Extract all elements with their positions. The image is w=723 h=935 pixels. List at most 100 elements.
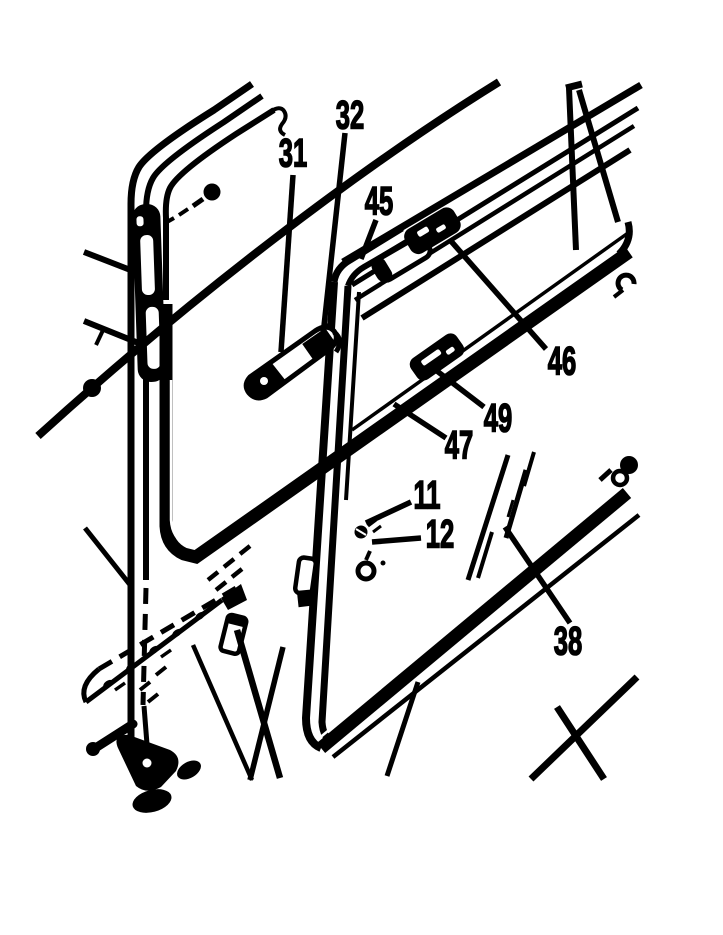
- screw-slot: [355, 528, 367, 536]
- bottom-hardware-blob-2: [132, 789, 172, 813]
- callout-11-label: 11: [413, 474, 440, 518]
- callout-11-leader: [364, 499, 413, 526]
- lower-left-stub-line: [83, 526, 133, 588]
- bottom-hardware-blob-3: [177, 760, 201, 780]
- bar-left-cap: [81, 667, 101, 704]
- left-frame-hidden-edge-dashes: [140, 587, 149, 706]
- lower-track-seam: [169, 241, 624, 548]
- bottom-edge-band: [316, 488, 632, 753]
- edge-end-ring: [610, 468, 630, 488]
- glass-hatching: [465, 451, 536, 581]
- bar-clip-cap: [227, 614, 247, 627]
- callout-32-label: 32: [336, 94, 364, 138]
- lower-track: [159, 221, 637, 565]
- bar-end-stub: [92, 719, 138, 752]
- clip-slot-2: [445, 346, 455, 355]
- bar-dot: [149, 645, 159, 655]
- frame-notch-detail: [268, 106, 288, 137]
- lower-track-top-line: [350, 231, 630, 432]
- callout-46-label: 46: [548, 340, 576, 384]
- divider-wedge-left-leg: [566, 87, 579, 251]
- glass-slash-3: [522, 451, 536, 487]
- top-edge-outer: [330, 225, 404, 283]
- top-edge-inner: [345, 235, 416, 288]
- callout-32-leader: [319, 132, 348, 345]
- clip-slot-2: [436, 224, 446, 233]
- callout-49-label: 49: [484, 397, 512, 441]
- track-end-hook: [616, 221, 633, 257]
- callout-38-leader: [502, 525, 573, 625]
- retainer-butt: [302, 327, 338, 362]
- glass-slash-4: [476, 531, 494, 579]
- bar-dot: [126, 662, 136, 672]
- callout-31-label: 31: [279, 132, 307, 176]
- divider-wedge-apex: [565, 80, 583, 92]
- divider-wedge-right-leg: [576, 89, 621, 223]
- long-diagonal-rail: [35, 78, 502, 439]
- glass-slash-5: [506, 499, 515, 518]
- retainer-tip-hole: [260, 377, 268, 385]
- cross-mark: [528, 674, 640, 782]
- member-clip-foot: [296, 589, 315, 608]
- hinge-notch: [136, 216, 144, 227]
- bottom-edge-extra-line: [331, 513, 641, 759]
- callout-leaders: [278, 132, 573, 625]
- retainer-tail-hook: [332, 330, 342, 354]
- callout-38-label: 38: [554, 620, 582, 664]
- callout-31-leader: [278, 174, 296, 353]
- pin-hidden-dashes: [166, 207, 190, 224]
- left-frame: [82, 81, 288, 813]
- pointer-tick: [94, 327, 106, 346]
- left-pointer-line-lower: [82, 318, 143, 347]
- keeper-ring: [355, 560, 377, 582]
- bar-leg-1: [190, 644, 255, 781]
- track-clip-49: [409, 333, 465, 381]
- hardware-hole: [142, 758, 152, 768]
- latch-parts: [354, 518, 386, 582]
- bar-leg-2: [247, 646, 286, 781]
- member-clip: [292, 555, 319, 608]
- callout-12-label: 12: [426, 513, 454, 557]
- bar-dot: [195, 611, 205, 621]
- member-outer: [301, 281, 338, 752]
- glass-slash-2: [503, 469, 529, 539]
- bar-dot: [103, 679, 113, 689]
- keeper-stub: [364, 550, 372, 561]
- pin-stub: [191, 196, 205, 209]
- callout-47-label: 47: [445, 424, 473, 468]
- cross-line-long: [528, 674, 640, 782]
- bar-end-tip: [86, 742, 100, 756]
- hinge-hardware: [132, 204, 166, 382]
- hinge-slot-upper: [140, 235, 155, 296]
- callout-49-leader: [431, 365, 486, 410]
- clip-slot-1: [421, 349, 442, 366]
- bar-end-bracket: [221, 584, 247, 610]
- left-frame-mid-edge: [143, 93, 264, 580]
- run-channel-retainer: [243, 324, 342, 401]
- track-line-4: [360, 147, 632, 321]
- support-bar: [81, 544, 286, 781]
- left-frame-inner-edge: [162, 107, 276, 300]
- callout-45-leader: [358, 219, 379, 260]
- clip-body: [404, 207, 461, 255]
- member-thin-line: [344, 291, 361, 501]
- glass-slash-1: [465, 454, 511, 581]
- edge-end-stub: [598, 468, 613, 482]
- callout-47-leader: [392, 401, 448, 441]
- callout-46-leader: [447, 238, 549, 351]
- track-clip-46: [404, 207, 461, 255]
- cross-line-short: [554, 705, 607, 781]
- sleeve-end-cap: [373, 258, 393, 281]
- left-frame-outer-edge: [127, 81, 254, 757]
- edge-end-ball: [620, 456, 638, 474]
- break-squiggle-tail: [612, 288, 625, 299]
- bar-upper-edge-dashed: [97, 584, 240, 672]
- bar-leg-3: [233, 629, 284, 779]
- hidden-channel-dashes-left: [138, 665, 168, 704]
- callout-45-label: 45: [365, 180, 393, 224]
- bar-dot: [172, 628, 182, 638]
- clip-slot-1: [417, 226, 430, 237]
